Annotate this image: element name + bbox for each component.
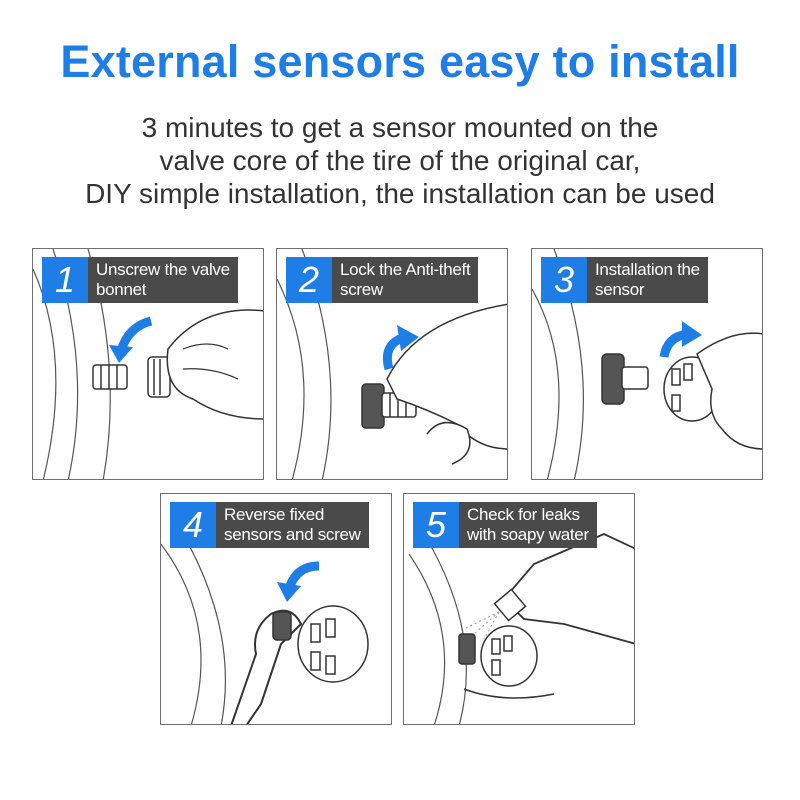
step-label-line: Unscrew the valve [96, 260, 230, 279]
step-label: Installation the sensor [587, 257, 708, 303]
step-panel-1: 1 Unscrew the valve bonnet [32, 248, 264, 480]
arrow-head [277, 582, 301, 602]
step-panel-5: 5 Check for leaks with soapy water [403, 493, 635, 725]
step-label-line: Check for leaks [467, 505, 580, 524]
valve-stem-icon [92, 364, 128, 390]
step-1-illustration [33, 249, 263, 479]
step-4-illustration [161, 513, 369, 724]
step-number: 1 [42, 257, 88, 303]
step-badge: 2 Lock the Anti-theft screw [286, 257, 479, 303]
step-label: Check for leaks with soapy water [459, 502, 597, 548]
step-label-line: Reverse fixed [224, 505, 325, 524]
step-5-illustration [408, 533, 634, 724]
step-number: 5 [413, 502, 459, 548]
sensor-cap-icon [480, 625, 538, 687]
step-label-line: bonnet [96, 280, 147, 299]
hand-icon [386, 303, 507, 450]
step-label: Reverse fixed sensors and screw [216, 502, 369, 548]
step-number: 4 [170, 502, 216, 548]
step-badge: 3 Installation the sensor [541, 257, 708, 303]
step-label-line: sensors and screw [224, 525, 361, 544]
step-panel-4: 4 Reverse fixed sensors and screw [160, 493, 392, 725]
subtitle-line: DIY simple installation, the installatio… [85, 178, 715, 209]
step-number: 3 [541, 257, 587, 303]
subtitle-line: 3 minutes to get a sensor mounted on the [141, 112, 659, 143]
step-panel-3: 3 Installation the sensor [531, 248, 763, 480]
step-label: Unscrew the valve bonnet [88, 257, 238, 303]
step-number: 2 [286, 257, 332, 303]
page-subtitle: 3 minutes to get a sensor mounted on the… [0, 111, 800, 210]
hand-icon [166, 309, 263, 420]
arrow-head [109, 345, 133, 363]
spray-bottle-icon [502, 533, 634, 645]
step-label-line: with soapy water [467, 525, 589, 544]
step-label-line: screw [340, 280, 383, 299]
step-label-line: Lock the Anti-theft [340, 260, 471, 279]
step-panel-2: 2 Lock the Anti-theft screw [276, 248, 508, 480]
step-badge: 5 Check for leaks with soapy water [413, 502, 597, 548]
page-title: External sensors easy to install [60, 36, 740, 87]
step-label: Lock the Anti-theft screw [332, 257, 479, 303]
hand-icon [696, 332, 762, 450]
valve-stem-icon [601, 353, 649, 405]
sensor-cap-icon [297, 605, 369, 683]
step-label-line: Installation the [595, 260, 700, 279]
step-3-illustration [532, 249, 762, 479]
arrow-head [397, 325, 419, 351]
arrow-head [682, 321, 702, 347]
step-badge: 1 Unscrew the valve bonnet [42, 257, 238, 303]
step-label-line: sensor [595, 280, 645, 299]
subtitle-line: valve core of the tire of the original c… [159, 145, 641, 176]
step-badge: 4 Reverse fixed sensors and screw [170, 502, 369, 548]
